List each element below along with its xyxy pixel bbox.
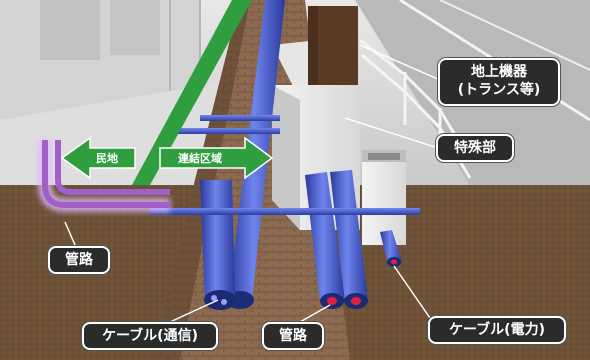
front-conduit-middle — [305, 172, 345, 309]
callout-conduit-bottom: 管路 — [262, 322, 324, 350]
handhole-conduit — [380, 230, 402, 267]
front-conduit-left — [200, 180, 236, 310]
callout-leaders — [64, 44, 441, 323]
callout-ground-equipment-line2: (トランス等) — [457, 81, 541, 98]
arrow-connection-section: 連結区域 — [159, 136, 274, 180]
horizontal-conduits — [150, 115, 420, 215]
callout-conduit-bottom-label: 管路 — [279, 328, 307, 344]
green-boundary-band — [132, 0, 252, 185]
callout-cable-comm: ケーブル(通信) — [82, 322, 218, 350]
callout-ground-equipment: 地上機器 (トランス等) — [438, 58, 560, 106]
handhole-box — [362, 150, 406, 245]
arrow-connection-section-label: 連結区域 — [178, 151, 222, 165]
private-land-pipes — [38, 140, 170, 212]
callout-cable-power-label: ケーブル(電力) — [449, 322, 545, 338]
callout-special-section-label: 特殊部 — [454, 140, 496, 156]
callout-cable-comm-label: ケーブル(通信) — [102, 328, 198, 344]
building-facade — [0, 0, 201, 120]
arrow-private-land-label: 民地 — [96, 151, 118, 165]
callout-special-section: 特殊部 — [436, 134, 514, 162]
callout-cable-power: ケーブル(電力) — [428, 316, 566, 344]
callout-conduit-left: 管路 — [48, 246, 110, 274]
callout-ground-equipment-line1: 地上機器 — [471, 64, 527, 80]
callout-conduit-left-label: 管路 — [65, 252, 93, 268]
front-conduit-right — [330, 170, 368, 309]
arrow-private-land: 民地 — [60, 136, 136, 180]
